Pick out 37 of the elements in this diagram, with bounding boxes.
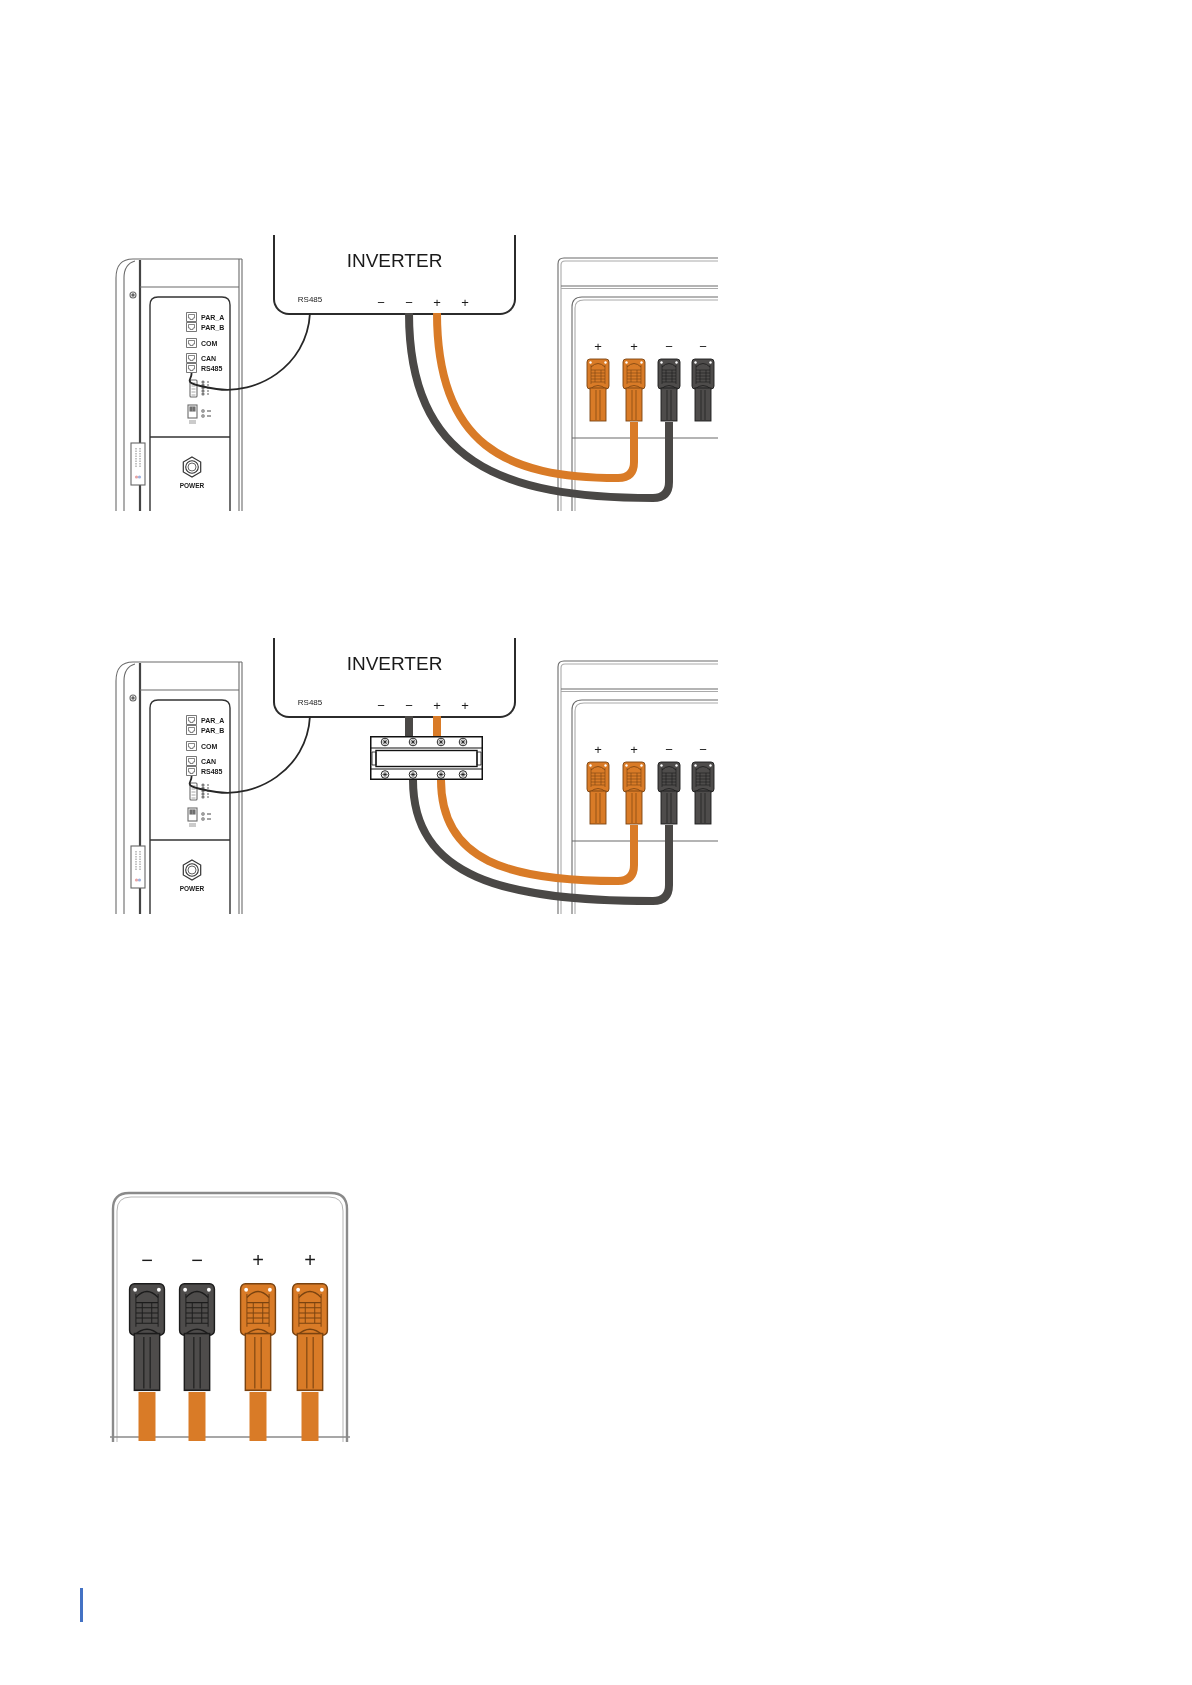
polarity-sign: +	[630, 743, 638, 756]
inverter-box	[273, 235, 516, 315]
polarity-sign: +	[433, 699, 441, 712]
polarity-sign: +	[461, 296, 469, 309]
power-cable	[409, 779, 673, 905]
power-cable	[405, 716, 413, 736]
polarity-sign: +	[594, 743, 602, 756]
polarity-sign: −	[665, 743, 673, 756]
polarity-sign: −	[141, 1250, 153, 1270]
polarity-sign: −	[699, 340, 707, 353]
inverter-label: INVERTER	[346, 654, 443, 673]
power-cable	[188, 1392, 206, 1441]
polarity-sign: +	[433, 296, 441, 309]
polarity-sign: +	[461, 699, 469, 712]
polarity-sign: −	[405, 296, 413, 309]
power-cable	[301, 1392, 319, 1441]
power-cable	[433, 312, 638, 482]
power-cable	[249, 1392, 267, 1441]
polarity-sign: −	[377, 296, 385, 309]
polarity-sign: −	[665, 340, 673, 353]
polarity-sign: +	[304, 1250, 316, 1270]
inverter-label: INVERTER	[346, 251, 443, 270]
polarity-sign: −	[191, 1250, 203, 1270]
polarity-sign: −	[699, 743, 707, 756]
polarity-sign: +	[594, 340, 602, 353]
communication-cable	[188, 715, 311, 794]
polarity-sign: −	[377, 699, 385, 712]
power-cable	[405, 312, 673, 502]
port-label: RS485	[297, 699, 323, 707]
polarity-sign: +	[630, 340, 638, 353]
communication-cable	[188, 312, 311, 391]
polarity-sign: −	[405, 699, 413, 712]
polarity-sign: +	[252, 1250, 264, 1270]
power-cable	[437, 779, 638, 885]
power-cable	[138, 1392, 156, 1441]
port-label: RS485	[297, 296, 323, 304]
inverter-box	[273, 638, 516, 718]
